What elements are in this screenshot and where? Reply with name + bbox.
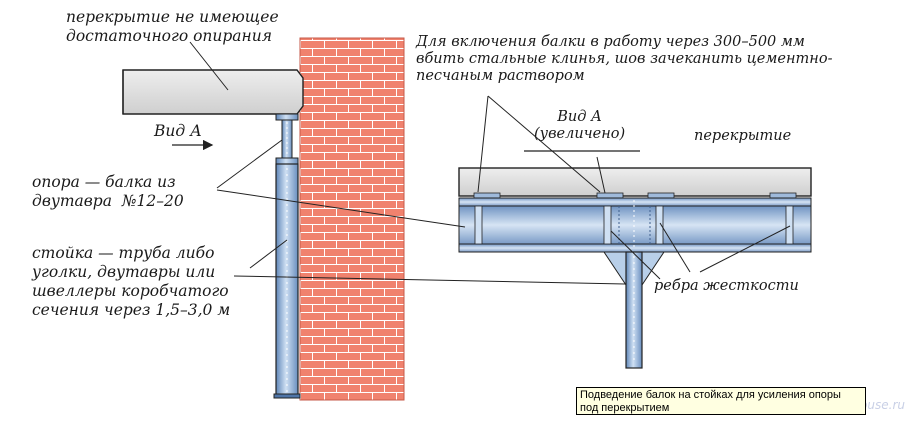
- label-view-a-enlarged: Вид А (увеличено): [534, 109, 626, 142]
- brick-wall: [299, 37, 405, 401]
- label-post: стойка — труба либо уголки, двутавры или…: [32, 244, 231, 319]
- post-right: [603, 251, 665, 369]
- leader-lines: [189, 41, 791, 285]
- label-view-a: Вид А: [154, 122, 202, 140]
- caption-tooltip: Подведение балок на стойках для усиления…: [576, 387, 866, 415]
- post-left: [273, 163, 301, 399]
- slab-left: [122, 69, 304, 115]
- label-slab-no-support: перекрытие не имеющее достаточного опира…: [66, 8, 279, 45]
- label-slab: перекрытие: [694, 128, 792, 144]
- label-instruction: Для включения балки в работу через 300–5…: [416, 34, 833, 84]
- label-stiffeners: ребра жесткости: [654, 278, 799, 294]
- slab-right: [458, 167, 812, 199]
- i-beam-right: [458, 197, 812, 253]
- support-beam-left: [275, 113, 299, 165]
- label-support-beam: опора — балка из двутавра №12–20: [32, 173, 184, 210]
